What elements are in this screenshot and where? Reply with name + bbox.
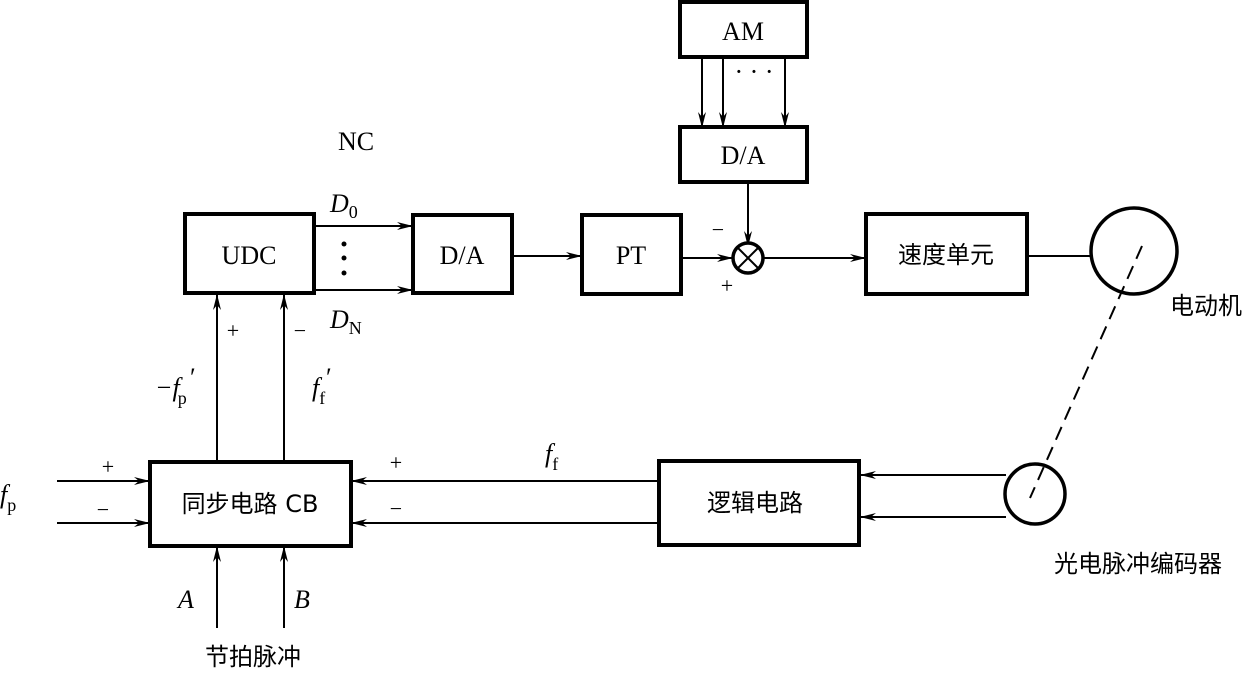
clock-b-label: B	[294, 585, 310, 614]
logic-circuit-block: 逻辑电路	[657, 459, 861, 547]
svg-text:−fp: −fp	[155, 373, 187, 408]
svg-text:fp: fp	[0, 480, 16, 515]
pt-block: PT	[580, 213, 683, 296]
encoder-icon	[1003, 462, 1067, 526]
fp-plus-sign: +	[102, 454, 114, 479]
svg-text:ff: ff	[312, 373, 325, 408]
fp-input-label: fp	[0, 480, 16, 515]
clock-a-label: A	[176, 585, 194, 614]
udc-plus-sign: +	[227, 318, 239, 343]
svg-text:DN: DN	[329, 305, 362, 338]
udc-block: UDC	[183, 212, 316, 295]
motor-icon	[1089, 206, 1179, 296]
udc-label: UDC	[222, 241, 277, 270]
junction-minus-sign: −	[712, 217, 724, 242]
fp-minus-sign: −	[97, 497, 109, 522]
svg-text:ff: ff	[545, 439, 558, 474]
ff-prime-label: ff ′	[312, 363, 332, 408]
vertical-dots	[341, 241, 347, 276]
svg-text:′: ′	[190, 363, 196, 392]
da-mid-label: D/A	[440, 241, 485, 270]
ff-feedback-label: ff	[545, 439, 558, 474]
bus-ellipsis: · · ·	[735, 57, 774, 86]
svg-text:′: ′	[326, 363, 332, 392]
dn-label: DN	[329, 305, 362, 338]
summing-junction	[731, 241, 765, 275]
da-top-label: D/A	[721, 141, 766, 170]
encoder-label: 光电脉冲编码器	[1054, 550, 1222, 578]
sync-circuit-block: 同步电路 CB	[148, 460, 353, 548]
shaft-coupling-line	[1029, 245, 1143, 499]
logic-circuit-label: 逻辑电路	[707, 489, 803, 517]
feedback-minus-sign: −	[390, 496, 402, 521]
udc-minus-sign: −	[294, 318, 306, 343]
clock-pulse-label: 节拍脉冲	[205, 643, 301, 671]
da-mid-block: D/A	[411, 213, 514, 295]
sync-circuit-label: 同步电路 CB	[182, 490, 319, 518]
d0-label: D0	[329, 189, 358, 222]
da-top-block: D/A	[678, 125, 809, 184]
fp-prime-label: −fp ′	[155, 363, 196, 408]
pt-label: PT	[616, 241, 646, 270]
am-to-da-arrows: · · ·	[698, 57, 789, 128]
feedback-plus-sign: +	[390, 450, 402, 475]
nc-label: NC	[338, 127, 374, 156]
junction-plus-sign: +	[721, 273, 733, 298]
speed-unit-block: 速度单元	[864, 212, 1029, 296]
svg-text:D0: D0	[329, 189, 358, 222]
speed-unit-label: 速度单元	[898, 241, 994, 269]
am-block: AM	[678, 0, 809, 59]
am-label: AM	[722, 17, 764, 46]
motor-label: 电动机	[1170, 292, 1242, 320]
